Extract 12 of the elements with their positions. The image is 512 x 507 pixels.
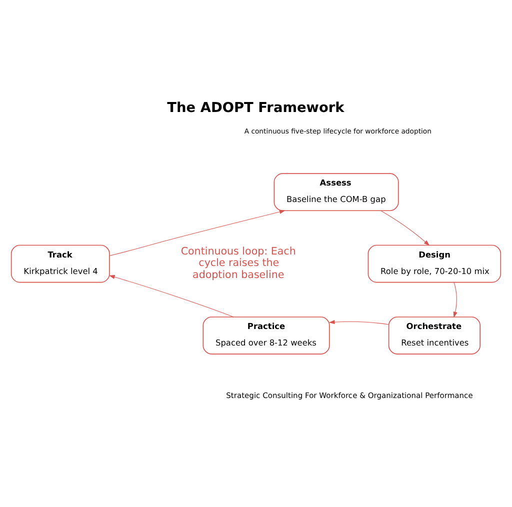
label: Continuous loop: Each cycle raises the adoption baseline bbox=[180, 246, 296, 281]
node-box: Design Role by role, 70-20-10 mix bbox=[368, 244, 502, 283]
diagram-title: The ADOPT Framework bbox=[167, 100, 344, 116]
node-box: Assess Baseline the COM-B gap bbox=[274, 173, 399, 212]
node-box: Practice Spaced over 8-12 weeks bbox=[202, 316, 330, 354]
arrow bbox=[109, 210, 286, 256]
node-box: Orchestrate Reset incentives bbox=[388, 316, 480, 354]
arrow bbox=[328, 320, 389, 325]
arrow bbox=[380, 210, 430, 246]
arrow bbox=[453, 282, 458, 318]
arrow bbox=[108, 275, 234, 318]
node-box: Track Kirkpatrick level 4 bbox=[10, 244, 110, 283]
